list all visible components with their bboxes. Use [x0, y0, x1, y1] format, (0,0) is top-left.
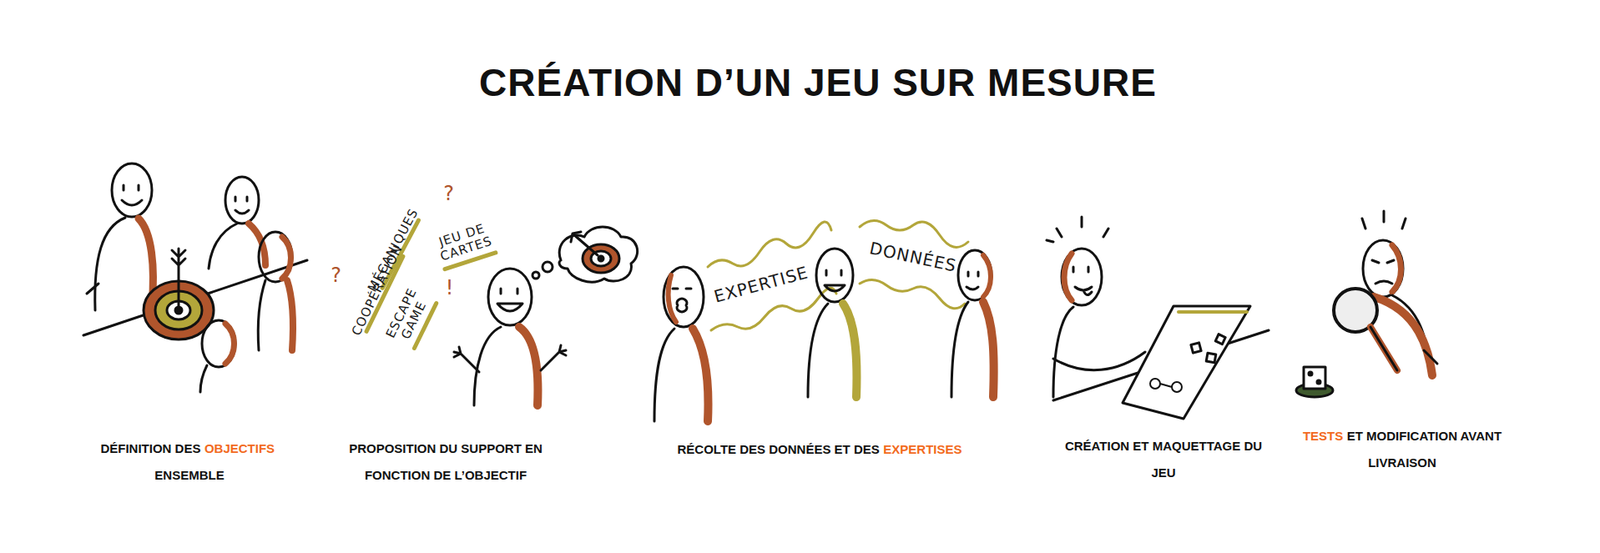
- support-scene-stroke: [542, 262, 553, 273]
- prototype-scene-stroke: [1191, 343, 1202, 354]
- expertise-scene-stroke: [983, 255, 991, 298]
- prototype-scene-stroke: [1064, 253, 1072, 301]
- objectives-scene-stroke: [248, 223, 266, 266]
- test-scene-stroke: [1373, 297, 1433, 376]
- support-scene-stroke: [559, 227, 638, 283]
- highlight-word: OBJECTIFS: [204, 435, 275, 463]
- expertise-scene-stroke: [663, 267, 704, 328]
- caption-text: CRÉATION ET MAQUETTAGE DU JEU: [1059, 433, 1267, 487]
- test-scene-stroke: [1392, 245, 1402, 293]
- objectives-scene-stroke: [111, 163, 152, 218]
- expertise-scene-stroke: [654, 328, 675, 422]
- prototype-scene-stroke: [1178, 310, 1247, 314]
- objectives-scene-stroke: [225, 323, 235, 364]
- expertise-scene-stroke: [951, 302, 969, 398]
- highlight-word: TESTS: [1302, 423, 1343, 450]
- support-scene-stroke: [540, 345, 566, 371]
- expertise-scene-stroke: [816, 248, 853, 303]
- prototype-scene-stroke: [1073, 267, 1092, 296]
- objectives-scene-stroke: [95, 217, 126, 311]
- expertise-scene: [654, 220, 995, 422]
- support-scene: [366, 220, 638, 406]
- test-scene: [1296, 211, 1438, 398]
- objectives-scene-stroke: [121, 185, 142, 206]
- objectives-scene-stroke: [225, 176, 259, 224]
- prototype-scene: [1046, 217, 1269, 419]
- test-scene-stroke: [1303, 367, 1326, 389]
- prototype-scene-stroke: [1053, 352, 1146, 371]
- diagram-title: CRÉATION D’UN JEU SUR MESURE: [479, 60, 1157, 106]
- expertise-scene-stroke: [859, 279, 965, 308]
- caption-text: PROPOSITION DU SUPPORT EN FONCTION DE L’…: [320, 435, 571, 490]
- prototype-scene-stroke: [1206, 353, 1217, 364]
- support-scene-stroke: [532, 272, 540, 279]
- caption-text: ENSEMBLE: [154, 462, 224, 490]
- support-scene-stroke: [570, 232, 598, 256]
- expertise-scene-stroke: [966, 272, 979, 290]
- sketch-word: EXPERTISE: [711, 262, 811, 306]
- expertise-scene-stroke: [668, 275, 677, 323]
- prototype-scene-stroke: [1046, 217, 1109, 243]
- prototype-scene-stroke: [1053, 307, 1074, 398]
- expertise-scene-stroke: [958, 250, 992, 301]
- objectives-scene-stroke: [208, 223, 238, 269]
- sketch-word: ESCAPE GAME: [383, 287, 432, 347]
- objectives-scene-stroke: [86, 283, 99, 294]
- prototype-scene-stroke: [1215, 334, 1226, 345]
- objectives-scene-stroke: [257, 280, 266, 351]
- objectives-scene-stroke: [83, 260, 308, 336]
- prototype-scene-stroke: [1122, 306, 1251, 419]
- sketch-word: ?: [330, 264, 343, 287]
- objectives-scene-stroke: [258, 232, 293, 283]
- test-scene-stroke: [1362, 240, 1404, 298]
- support-scene-stroke: [488, 268, 532, 326]
- test-scene-stroke: [1308, 372, 1313, 376]
- step-caption: PROPOSITION DU SUPPORT EN FONCTION DE L’…: [320, 435, 571, 490]
- test-scene-stroke: [1317, 380, 1321, 384]
- expertise-scene-stroke: [692, 328, 708, 422]
- objectives-scene-stroke: [282, 237, 292, 279]
- step-caption: DÉFINITION DESOBJECTIFSENSEMBLE: [68, 435, 311, 490]
- step-caption: TESTSET MODIFICATION AVANT LIVRAISON: [1297, 423, 1507, 477]
- caption-text: RÉCOLTE DES DONNÉES ET DES: [677, 436, 880, 464]
- sketch-word: ?: [443, 182, 455, 205]
- objectives-scene-stroke: [200, 365, 207, 393]
- expertise-scene-stroke: [824, 270, 845, 292]
- support-scene-stroke: [454, 347, 480, 373]
- caption-text: DÉFINITION DES: [100, 435, 201, 463]
- caption-text: ET MODIFICATION AVANT LIVRAISON: [1347, 429, 1502, 470]
- objectives-scene-stroke: [171, 248, 186, 308]
- objectives-scene-stroke: [287, 280, 293, 351]
- objectives-scene-stroke: [201, 320, 236, 368]
- test-scene-stroke: [1370, 327, 1398, 371]
- expertise-scene-stroke: [983, 302, 995, 398]
- prototype-scene-stroke: [1061, 248, 1102, 306]
- highlight-word: EXPERTISES: [883, 436, 962, 464]
- expertise-scene-stroke: [842, 303, 857, 398]
- support-scene-stroke: [497, 288, 523, 312]
- test-scene-stroke: [1372, 260, 1394, 284]
- objectives-scene: [83, 163, 308, 393]
- sketch-word: !: [445, 277, 455, 299]
- objectives-scene-stroke: [235, 196, 249, 214]
- prototype-scene-stroke: [1150, 378, 1182, 393]
- expertise-scene-stroke: [707, 222, 832, 268]
- support-scene-stroke: [598, 256, 604, 262]
- test-scene-stroke: [1362, 211, 1406, 229]
- support-scene-stroke: [474, 327, 501, 406]
- test-scene-stroke: [1370, 327, 1398, 371]
- step-caption: RÉCOLTE DES DONNÉES ET DESEXPERTISES: [677, 436, 963, 464]
- sketch-word: DONNÉES: [868, 238, 959, 276]
- step-caption: CRÉATION ET MAQUETTAGE DU JEU: [1059, 433, 1267, 487]
- expertise-scene-stroke: [672, 288, 692, 313]
- expertise-scene-stroke: [807, 303, 828, 398]
- test-scene-stroke: [1423, 350, 1438, 364]
- support-scene-stroke: [519, 327, 538, 406]
